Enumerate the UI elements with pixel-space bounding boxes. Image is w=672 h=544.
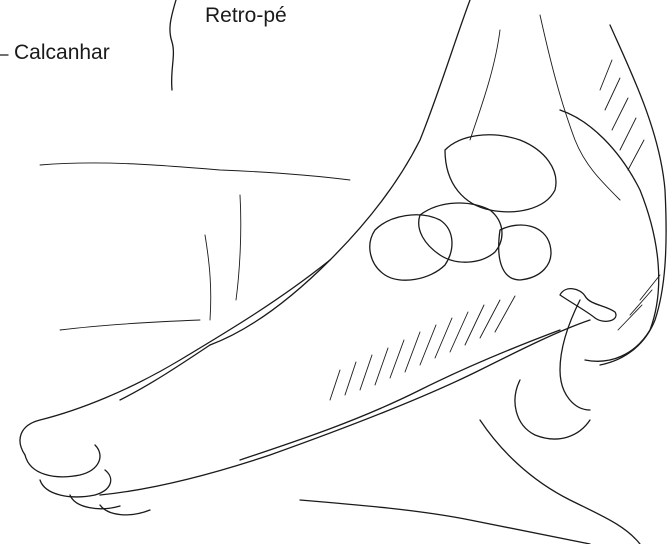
retro-pe-bracket	[170, 0, 176, 90]
hand-fingers	[515, 380, 590, 439]
talus-bone	[445, 135, 556, 212]
background-line-2	[60, 320, 200, 330]
navicular-bone	[370, 215, 452, 280]
toe-fourth	[100, 505, 150, 515]
leg-tendon-line	[540, 15, 620, 200]
heel-tie-loop	[560, 289, 616, 322]
label-retro-pe: Retro-pé	[205, 4, 287, 28]
heel-hatching	[600, 60, 660, 330]
toe-big	[25, 445, 100, 477]
toe-second	[40, 470, 111, 497]
background-line-1	[40, 163, 350, 180]
background-line-3	[236, 195, 241, 300]
label-calcanhar: Calcanhar	[14, 41, 110, 65]
sole-hatching	[330, 296, 515, 400]
heel-contour	[560, 110, 659, 361]
dorsum-contour	[20, 260, 330, 455]
background-line-4	[205, 235, 211, 320]
sole-inner-contour	[240, 330, 560, 460]
cuboid-bone	[419, 203, 502, 262]
dorsum-inner-line	[120, 345, 210, 400]
hand-lower-contour	[300, 500, 590, 544]
leg-inner-line	[470, 30, 500, 140]
leg-posterior-contour	[210, 0, 470, 345]
hand-thumb	[560, 300, 590, 410]
calcaneus-bone	[499, 225, 551, 280]
